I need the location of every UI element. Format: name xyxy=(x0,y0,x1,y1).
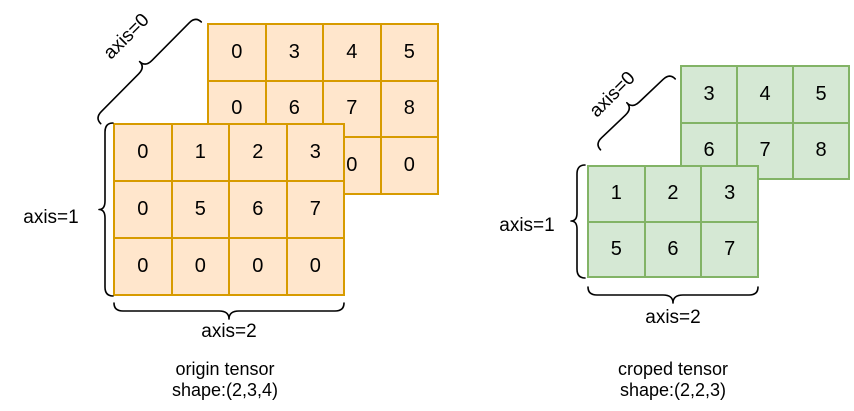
croped-axis2-brace xyxy=(587,286,759,304)
tensor-cell: 4 xyxy=(738,67,792,122)
croped-axis0-label: axis=0 xyxy=(585,67,640,122)
tensor-cell: 2 xyxy=(645,167,701,221)
tensor-cell: 0 xyxy=(115,239,171,294)
tensor-cell: 0 xyxy=(287,239,343,294)
origin-axis2-label: axis=2 xyxy=(201,321,257,342)
origin-caption-line1: origin tensor xyxy=(175,359,275,379)
tensor-cell: 5 xyxy=(589,222,644,276)
tensor-cell: 0 xyxy=(381,138,437,193)
croped-caption-line2: shape:(2,2,3) xyxy=(619,380,727,400)
croped-axis1-brace xyxy=(570,164,586,279)
tensor-cell: 3 xyxy=(266,25,322,80)
tensor-cell: 5 xyxy=(381,25,437,80)
tensor-cell: 5 xyxy=(172,182,228,237)
tensor-cell: 3 xyxy=(287,125,343,180)
croped-axis2-label: axis=2 xyxy=(645,307,701,328)
tensor-cell: 0 xyxy=(230,239,286,294)
origin-tensor-caption: origin tensor shape:(2,3,4) xyxy=(125,359,325,401)
tensor-cell: 2 xyxy=(230,125,286,180)
croped-axis1-label: axis=1 xyxy=(499,215,555,236)
tensor-cell: 4 xyxy=(324,25,380,80)
tensor-cell: 0 xyxy=(115,182,171,237)
tensor-cell: 0 xyxy=(209,25,265,80)
tensor-cell: 1 xyxy=(172,125,228,180)
tensor-cell: 8 xyxy=(794,123,848,178)
origin-axis1-brace xyxy=(98,122,114,297)
tensor-cell: 1 xyxy=(589,167,644,221)
tensor-cell: 5 xyxy=(794,67,848,122)
origin-axis1-label: axis=1 xyxy=(23,207,79,228)
tensor-cell: 8 xyxy=(381,81,437,137)
origin-caption-line2: shape:(2,3,4) xyxy=(171,380,279,400)
tensor-cell: 3 xyxy=(682,67,736,122)
croped-tensor-caption: croped tensor shape:(2,2,3) xyxy=(573,359,773,401)
croped-caption-line1: croped tensor xyxy=(617,359,729,379)
tensor-cell: 6 xyxy=(645,222,701,276)
tensor-cell: 3 xyxy=(702,167,757,221)
tensor-cell: 0 xyxy=(172,239,228,294)
tensor-cell: 6 xyxy=(230,182,286,237)
tensor-cell: 7 xyxy=(287,182,343,237)
tensor-cell: 0 xyxy=(115,125,171,180)
origin-axis2-brace xyxy=(113,302,345,320)
tensor-cell: 7 xyxy=(702,222,757,276)
origin-axis0-label: axis=0 xyxy=(99,9,154,64)
